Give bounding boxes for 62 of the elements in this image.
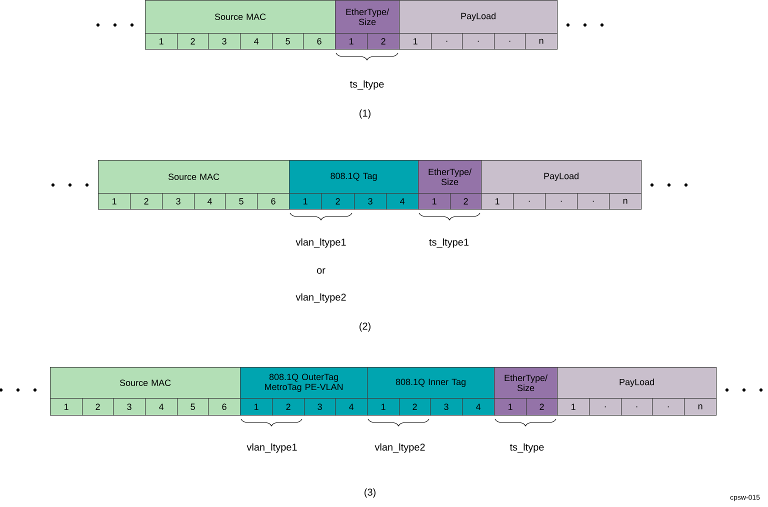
byte-cell: 3 bbox=[113, 398, 146, 416]
byte-cell: 5 bbox=[272, 33, 304, 50]
byte-cell: 1 bbox=[557, 398, 590, 416]
byte-cell: 1 bbox=[418, 193, 451, 210]
byte-cell: 2 bbox=[367, 33, 400, 50]
byte-cell: 4 bbox=[194, 193, 226, 210]
byte-cell: . bbox=[462, 33, 495, 50]
byte-cell: 1 bbox=[50, 398, 83, 416]
byte-cell: 2 bbox=[177, 33, 209, 50]
byte-cell: . bbox=[577, 193, 610, 210]
field-label: ts_ltype1 bbox=[429, 238, 469, 248]
field-label: vlan_ltype2 bbox=[296, 293, 346, 303]
byte-cell: 4 bbox=[386, 193, 419, 210]
byte-cell: . bbox=[652, 398, 685, 416]
byte-cell: 1 bbox=[240, 398, 273, 416]
byte-cell: 2 bbox=[82, 398, 114, 416]
byte-cell: 1 bbox=[399, 33, 432, 50]
byte-cell: 2 bbox=[450, 193, 482, 210]
byte-cell: . bbox=[545, 193, 578, 210]
field-label: ts_ltype bbox=[510, 443, 544, 453]
field-label: vlan_ltype2 bbox=[374, 443, 425, 453]
field-label: (1) bbox=[360, 109, 370, 119]
byte-cell: 2 bbox=[130, 193, 163, 210]
byte-cell: 4 bbox=[145, 398, 178, 416]
field-label: or bbox=[316, 268, 326, 274]
byte-cell: 2 bbox=[399, 398, 431, 416]
byte-cell: 1 bbox=[145, 33, 178, 50]
byte-cell: 1 bbox=[367, 398, 400, 416]
byte-cell: 3 bbox=[354, 193, 387, 210]
byte-cell: 2 bbox=[526, 398, 558, 416]
byte-cell: 3 bbox=[208, 33, 241, 50]
byte-cell: . bbox=[621, 398, 653, 416]
byte-cell: . bbox=[589, 398, 622, 416]
byte-cell: 5 bbox=[177, 398, 209, 416]
byte-cell: 4 bbox=[462, 398, 495, 416]
byte-cell: n bbox=[684, 398, 717, 416]
byte-cell: 1 bbox=[481, 193, 514, 210]
byte-cell: 1 bbox=[289, 193, 322, 210]
byte-cell: 6 bbox=[303, 33, 336, 50]
byte-cell: 4 bbox=[240, 33, 273, 50]
byte-cell: 2 bbox=[321, 193, 355, 210]
field-label: vlan_ltype1 bbox=[296, 238, 346, 248]
byte-cell: . bbox=[513, 193, 546, 210]
byte-cell: . bbox=[494, 33, 526, 50]
field-label: vlan_ltype1 bbox=[246, 443, 297, 453]
byte-cell: n bbox=[525, 33, 558, 50]
byte-cell: 5 bbox=[225, 193, 258, 210]
byte-cell: 1 bbox=[98, 193, 131, 210]
byte-cell: 4 bbox=[335, 398, 368, 416]
byte-cell: n bbox=[609, 193, 642, 210]
field-label: (2) bbox=[360, 322, 370, 332]
byte-cell: 1 bbox=[335, 33, 368, 50]
byte-cell: 3 bbox=[162, 193, 195, 210]
byte-cell: 3 bbox=[430, 398, 463, 416]
byte-cell: 6 bbox=[257, 193, 290, 210]
byte-cell: 2 bbox=[272, 398, 305, 416]
byte-cell: 1 bbox=[494, 398, 527, 416]
field-label: ts_ltype bbox=[350, 80, 384, 90]
byte-cell: . bbox=[431, 33, 463, 50]
byte-cell: 3 bbox=[304, 398, 336, 416]
field-label: (3) bbox=[364, 488, 376, 498]
byte-cell: 6 bbox=[208, 398, 241, 416]
